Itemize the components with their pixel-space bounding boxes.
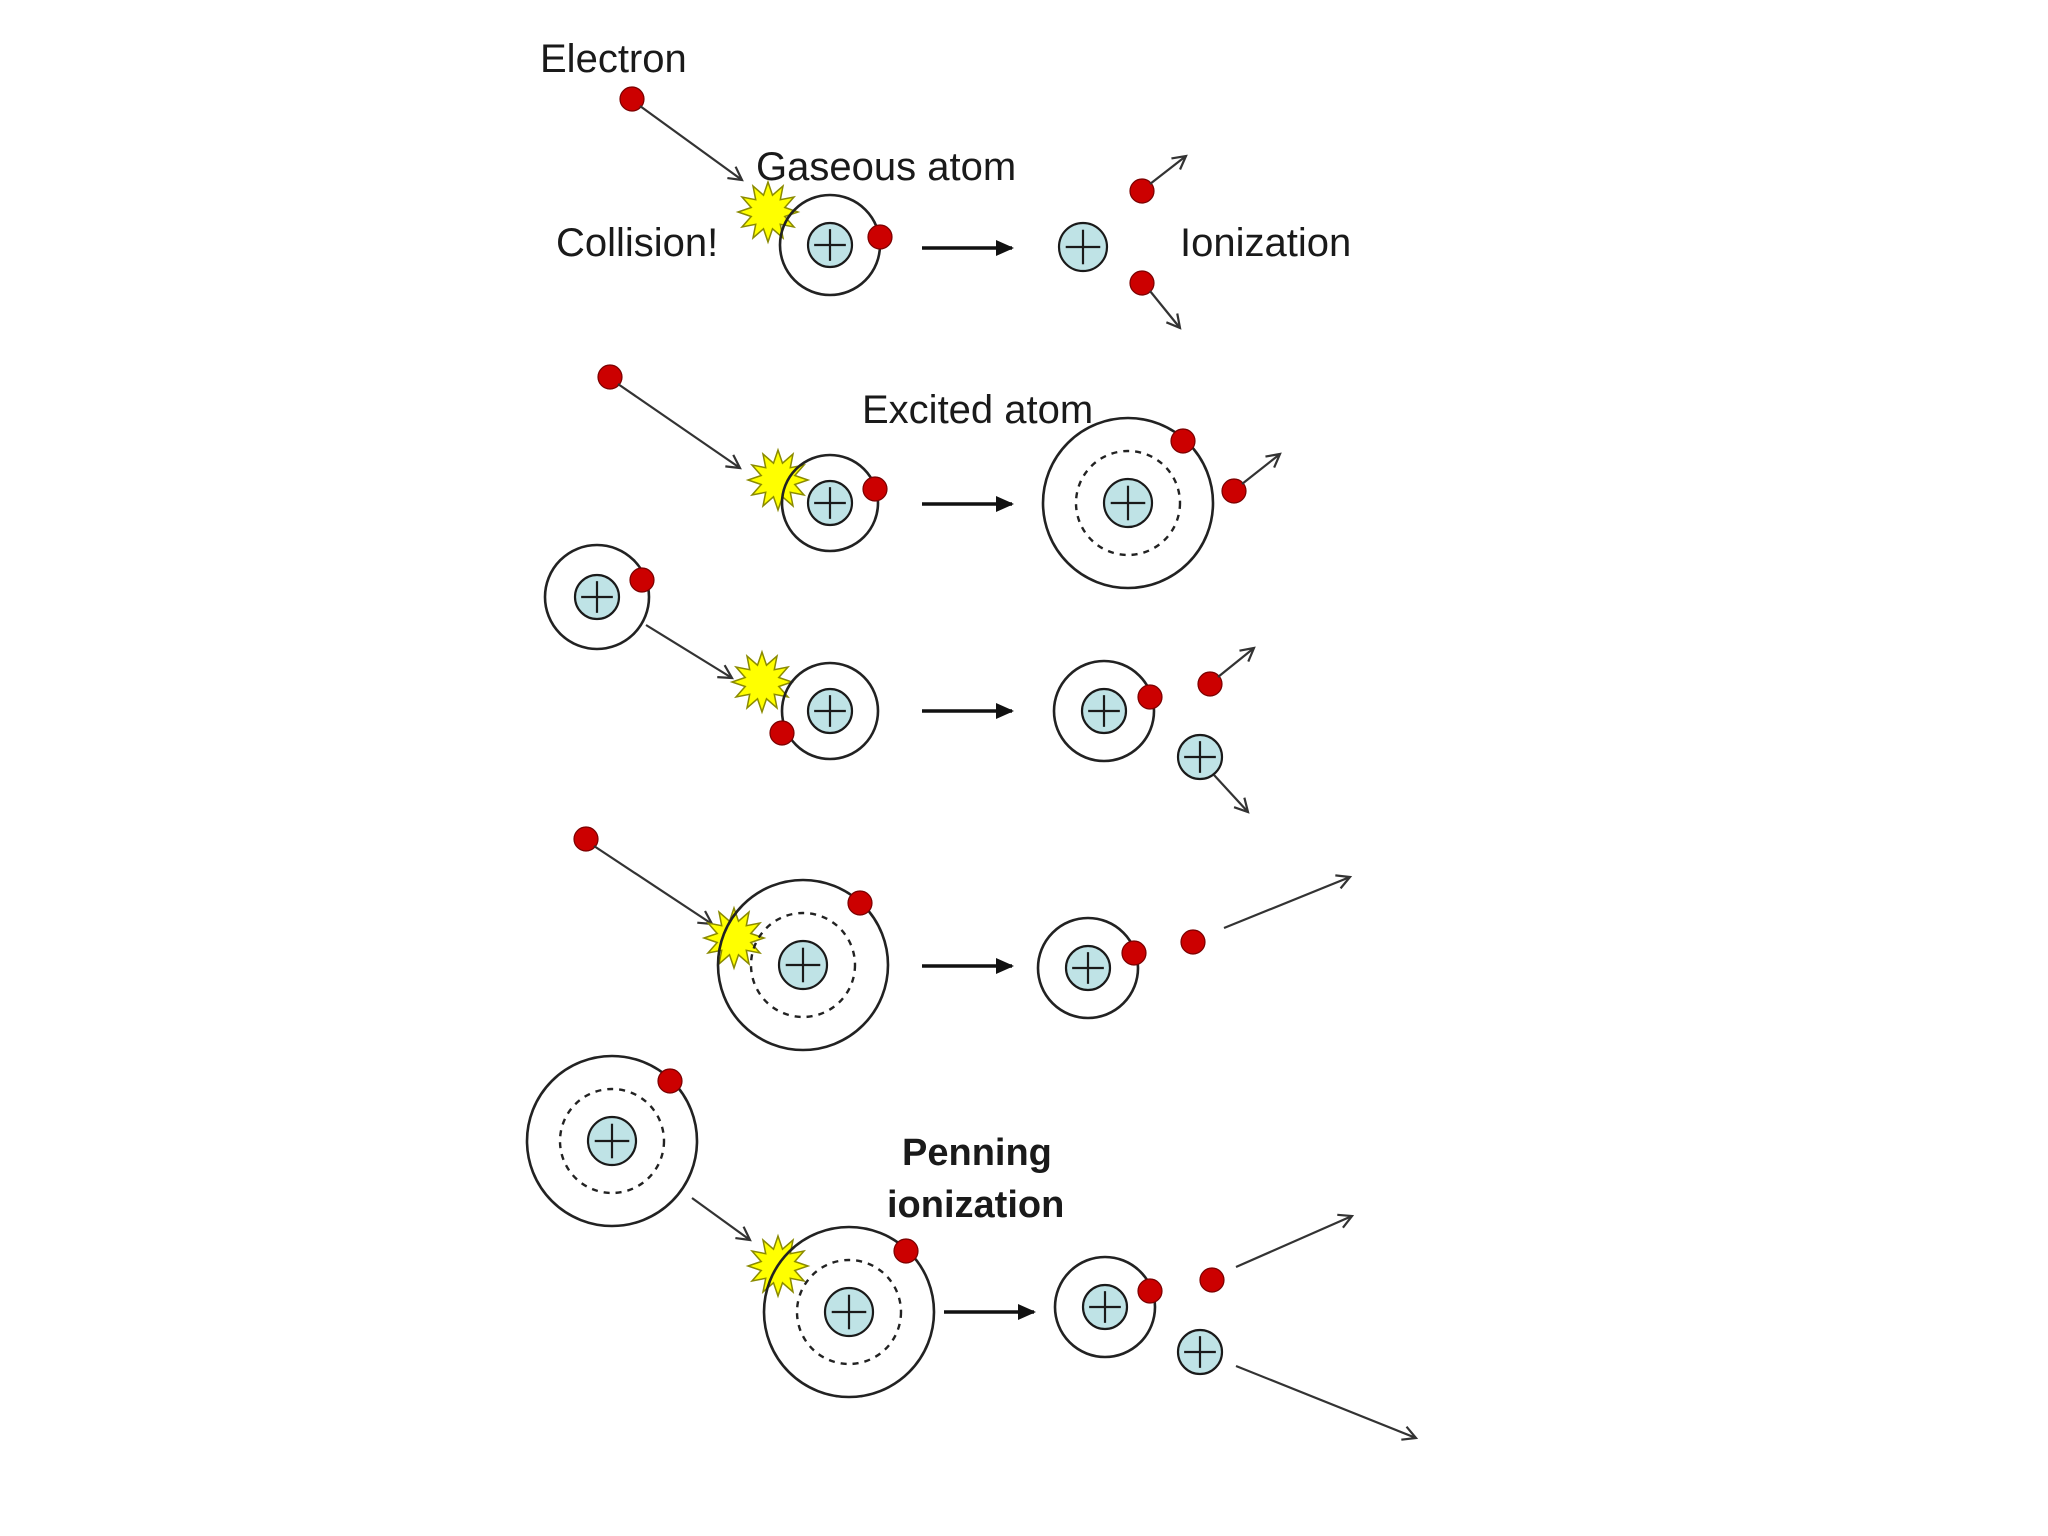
ion-icon [1176,733,1224,781]
excited-outer-orbit [716,878,890,1052]
scattered-electron [1129,270,1155,296]
incoming-electron [597,364,623,390]
excited-electron [1170,428,1196,454]
product-atom-orbit [1053,1255,1157,1359]
scattered-electron [1221,478,1247,504]
incoming-electron [619,86,645,112]
product-atom-electron [1137,1278,1163,1304]
row-ionization: Electron Gaseous atom Collision! Ionizat… [540,37,1351,330]
atom-path-arrow [691,1197,752,1242]
electron-path-arrow [593,845,714,926]
target-ground-orbit-dashed [795,1258,903,1366]
collision-spark-icon [729,649,795,715]
label-ionization: Ionization [1180,221,1351,265]
incoming-electron [573,826,599,852]
excited-atom-nucleus-icon [1102,477,1154,529]
label-penning-line1: Penning [902,1132,1052,1174]
electron-path-arrow [617,383,742,470]
row-excitation: Excited atom [597,364,1282,590]
incoming-atom-orbit [543,543,651,651]
label-gaseous-atom: Gaseous atom [756,145,1016,189]
collision-spark-icon [735,179,801,245]
freed-electron-arrow [1149,154,1188,185]
collision-spark-icon [701,905,767,971]
ion-arrow [1235,1364,1419,1441]
atom-orbit [780,453,880,553]
freed-electron [1180,929,1206,955]
target-outer-orbit [762,1225,936,1399]
freed-electron-arrow [1217,646,1256,678]
label-collision: Collision! [556,221,718,265]
product-atom-orbit [1036,916,1140,1020]
bound-electron [862,476,888,502]
atom-nucleus-icon [806,221,854,269]
product-atom-nucleus-icon [1081,1283,1129,1331]
metastable-atom-nucleus-icon [586,1115,638,1167]
ion-icon [1176,1328,1224,1376]
target-atom-electron [769,720,795,746]
ground-orbit-dashed [749,911,857,1019]
freed-electron-arrow [1223,874,1353,930]
label-excited-atom: Excited atom [862,388,1093,432]
product-atom-electron [1137,684,1163,710]
target-atom-nucleus-icon [806,687,854,735]
ion-icon [1057,221,1109,273]
product-atom-nucleus-icon [1080,687,1128,735]
scattered-electron-arrow [1241,452,1282,485]
atom-path-arrow [645,624,734,680]
row-atom-collision [543,543,1256,814]
freed-electron [1199,1267,1225,1293]
ground-orbit-dashed [1074,449,1182,557]
label-electron: Electron [540,37,687,81]
incoming-atom-nucleus-icon [573,573,621,621]
freed-electron [1197,671,1223,697]
electron-path-arrow [639,105,744,182]
label-penning-line2: ionization [887,1184,1064,1226]
excited-outer-orbit [1041,416,1215,590]
metastable-ground-orbit-dashed [558,1087,666,1195]
row-penning-ionization: Penning ionization [525,1054,1419,1441]
product-atom-electron [1121,940,1147,966]
atom-nucleus-icon [806,479,854,527]
target-atom-nucleus-icon [823,1286,875,1338]
product-atom-orbit [1052,659,1156,763]
excited-atom-nucleus-icon [777,939,829,991]
target-electron [893,1238,919,1264]
freed-electron [1129,178,1155,204]
incoming-atom-electron [629,567,655,593]
ion-arrow [1213,774,1250,814]
metastable-outer-orbit [525,1054,699,1228]
bound-electron [867,224,893,250]
collision-spark-icon [745,447,811,513]
target-atom-orbit [780,661,880,761]
row-excited-ionization [573,826,1353,1052]
freed-electron-arrow [1235,1213,1355,1269]
metastable-electron [657,1068,683,1094]
scattered-electron-arrow [1149,290,1182,330]
product-atom-nucleus-icon [1064,944,1112,992]
excited-electron [847,890,873,916]
